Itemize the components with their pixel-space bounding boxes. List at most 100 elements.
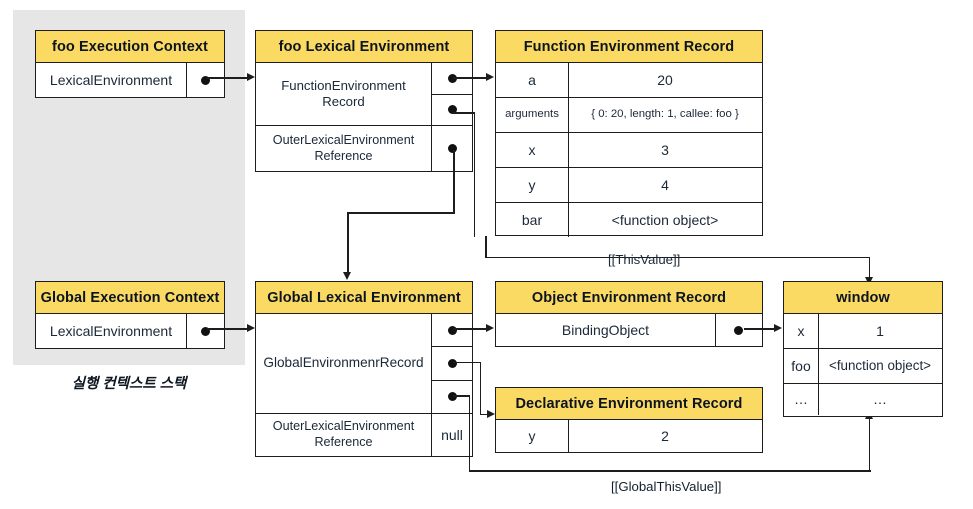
connector-global-this-value-start [453,395,470,397]
der-binding-name: y [496,420,569,452]
global-le-environment-record-region: GlobalEnvironmenrRecord [256,314,472,414]
table-row: bar <function object> [496,203,762,237]
connector-foo-outer-down [453,150,455,213]
connector-oer-to-window-arrow [774,324,782,333]
connector-foo-ec-to-foo-le [207,77,249,79]
global-le-outer-reference-label: OuterLexicalEnvironment Reference [256,414,432,456]
table-row: x 3 [496,133,762,168]
window-property-value: <function object> [829,358,931,374]
edge-label-this-value: [[ThisValue]] [608,252,681,267]
foo-lexical-environment-title: foo Lexical Environment [256,31,472,63]
table-row: y 2 [496,420,762,452]
fer-binding-value: 20 [657,71,673,88]
foo-le-outer-ref-label-line1: OuterLexicalEnvironment [272,132,415,147]
foo-execution-context-box: foo Execution Context LexicalEnvironment [35,30,225,98]
connector-global-this-value-up [868,417,871,470]
fer-binding-value: 4 [661,176,669,193]
pointer-dot-icon [201,75,210,85]
oer-binding-object-pointer [716,314,761,346]
declarative-environment-record-title: Declarative Environment Record [496,388,762,420]
fer-binding-name: y [496,168,569,202]
global-le-env-record-label-text: GlobalEnvironmenrRecord [263,355,424,370]
connector-this-value-down2 [868,256,871,280]
pointer-dot-icon [447,144,457,153]
global-ec-lexical-environment-pointer [187,314,224,348]
connector-oer-to-window [744,328,776,330]
table-row: x 1 [784,314,942,349]
foo-le-outer-reference-pointer [432,126,472,171]
global-le-env-record-pointer-3 [432,381,472,413]
connector-foo-le-to-fer [453,77,488,79]
global-le-env-record-pointer-2 [432,347,472,381]
global-le-outer-ref-label-line2: Reference [314,435,373,449]
pointer-dot-icon [447,73,457,83]
fer-binding-value: 3 [661,141,669,158]
pointer-dot-icon [201,326,210,336]
global-le-outer-reference-region: OuterLexicalEnvironment Reference null [256,414,472,456]
edge-label-global-this-value: [[GlobalThisValue]] [611,479,722,494]
pointer-dot-icon [447,392,457,402]
window-object-box: window x 1 foo <function object> … … [783,281,943,417]
fer-binding-name: arguments [496,98,569,132]
connector-global-le-to-der-down [479,361,482,415]
connector-foo-le-pointer2 [453,112,475,114]
connector-this-value-down [485,236,487,258]
foo-le-env-record-pointer-2 [432,95,472,126]
foo-le-outer-reference-label: OuterLexicalEnvironment Reference [256,126,432,171]
global-execution-context-box: Global Execution Context LexicalEnvironm… [35,281,225,349]
window-property-name: foo [784,349,819,383]
connector-global-le-to-der-right2 [479,413,490,416]
foo-ec-lexical-environment-label: LexicalEnvironment [36,63,187,97]
connector-global-this-value-right [468,470,871,472]
der-binding-value: 2 [661,427,669,444]
window-property-name: x [784,314,819,348]
table-row: … … [784,384,942,415]
window-property-name: … [784,384,819,415]
foo-le-env-record-label-line2: Record [322,94,365,109]
pointer-dot-icon [734,325,743,335]
connector-foo-outer-left [347,212,455,214]
object-environment-record-title: Object Environment Record [496,282,762,314]
global-lexical-environment-title: Global Lexical Environment [256,282,472,314]
global-ec-lexical-environment-label: LexicalEnvironment [36,314,187,348]
connector-foo-le-to-fer-arrow [486,73,494,82]
foo-execution-context-title: foo Execution Context [36,31,224,63]
foo-le-outer-reference-region: OuterLexicalEnvironment Reference [256,126,472,171]
foo-le-env-record-label-line1: FunctionEnvironment [281,77,406,93]
connector-global-this-value-down [468,395,471,471]
foo-le-environment-record-label: FunctionEnvironment Record [256,63,432,125]
pointer-dot-icon [447,325,457,335]
foo-le-outer-ref-label-line2: Reference [314,148,373,163]
fer-binding-name: x [496,133,569,167]
connector-global-le-to-der-arrow [487,409,495,418]
table-row: y 4 [496,168,762,203]
foo-lexical-environment-box: foo Lexical Environment FunctionEnvironm… [255,30,473,172]
object-environment-record-box: Object Environment Record BindingObject [495,281,763,347]
connector-global-le-to-der-right [453,361,481,364]
connector-global-le-to-oer [453,328,488,330]
global-le-environment-record-label: GlobalEnvironmenrRecord [256,314,432,413]
table-row: LexicalEnvironment [36,63,224,97]
oer-binding-object-label: BindingObject [496,314,716,346]
table-row: LexicalEnvironment [36,314,224,348]
connector-foo-le-pointer2-down [473,112,476,237]
pointer-dot-icon [447,105,457,115]
global-le-env-record-pointer-1 [432,314,472,348]
window-object-title: window [784,282,942,314]
global-lexical-environment-box: Global Lexical Environment GlobalEnviron… [255,281,473,457]
function-environment-record-title: Function Environment Record [496,31,762,63]
pointer-dot-icon [447,358,457,368]
window-property-value: … [873,391,887,408]
foo-ec-lexical-environment-pointer [187,63,224,97]
execution-context-stack-caption: 실행 컨텍스트 스택 [71,376,187,392]
connector-foo-outer-down2 [347,212,349,274]
fer-binding-value: <function object> [611,211,719,228]
fer-binding-name: a [496,63,569,97]
foo-le-environment-record-region: FunctionEnvironment Record [256,63,472,126]
connector-foo-ec-to-foo-le-arrow [247,73,255,82]
window-property-value: 1 [876,322,884,339]
function-environment-record-box: Function Environment Record a 20 argumen… [495,30,763,237]
fer-binding-name: bar [496,203,569,237]
global-execution-context-title: Global Execution Context [36,282,224,314]
